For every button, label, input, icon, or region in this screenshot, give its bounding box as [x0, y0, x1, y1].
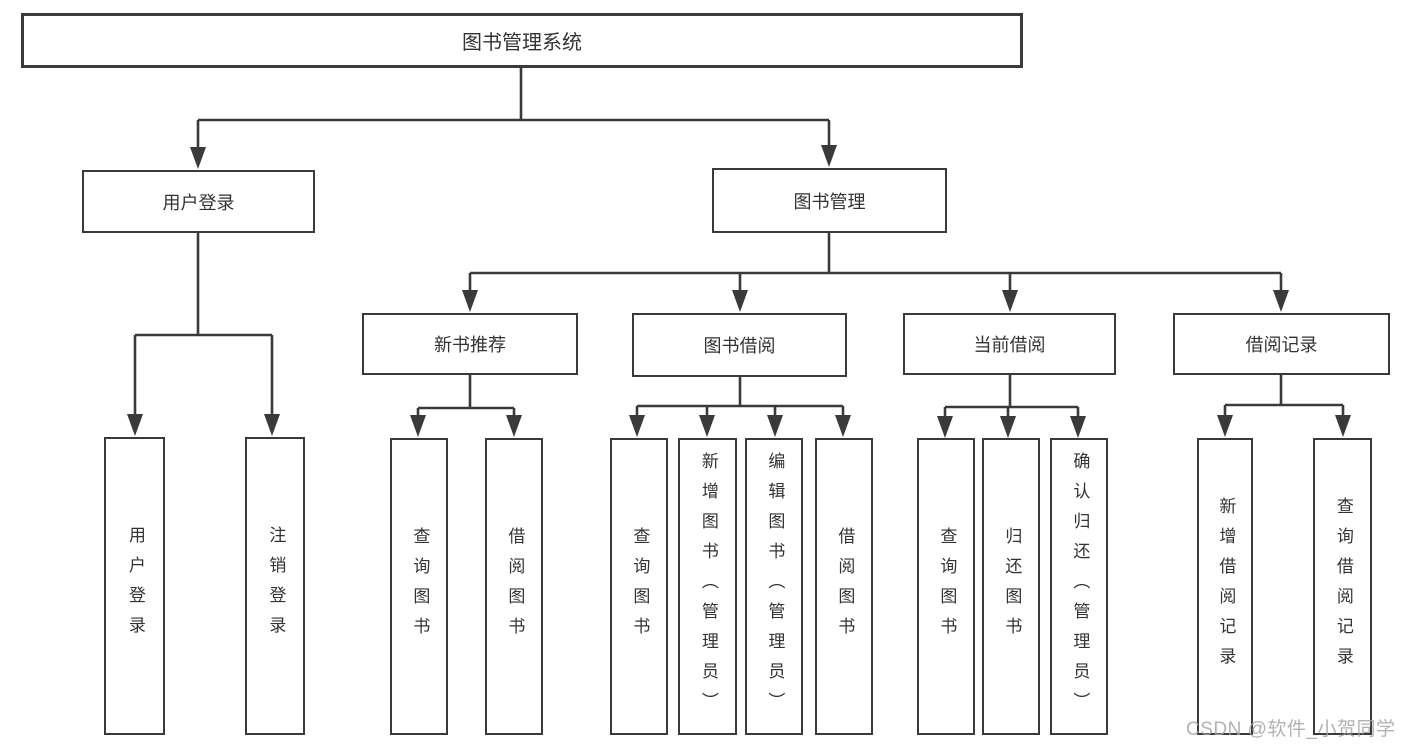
- leaf-recommend-borrow-books: 借阅图书: [485, 438, 543, 735]
- leaf-logout-label: 注销登录: [266, 526, 286, 646]
- leaf-query-borrow-record-label: 查询借阅记录: [1333, 496, 1353, 677]
- leaf-confirm-return-admin: 确认归还（管理员）: [1050, 438, 1108, 735]
- leaf-borrow-query-books: 查询图书: [610, 438, 668, 735]
- leaf-borrow-query-books-label: 查询图书: [630, 526, 650, 647]
- leaf-return-books: 归还图书: [982, 438, 1040, 735]
- node-new-book-recommend-label: 新书推荐: [434, 335, 506, 355]
- leaf-borrow-books-label: 借阅图书: [835, 526, 855, 647]
- node-current-borrow: 当前借阅: [903, 313, 1116, 375]
- node-borrow-records: 借阅记录: [1173, 313, 1390, 375]
- leaf-add-borrow-record: 新增借阅记录: [1197, 438, 1253, 735]
- node-book-management: 图书管理: [712, 168, 947, 233]
- leaf-edit-books-admin-label: 编辑图书（管理员）: [765, 451, 785, 722]
- node-book-borrow-label: 图书借阅: [703, 336, 776, 356]
- leaf-recommend-borrow-books-label: 借阅图书: [505, 526, 525, 647]
- leaf-add-books-admin: 新增图书（管理员）: [678, 438, 737, 735]
- node-new-book-recommend: 新书推荐: [362, 313, 578, 375]
- node-user-login-label: 用户登录: [162, 192, 235, 213]
- leaf-recommend-query-books-label: 查询图书: [410, 526, 430, 647]
- leaf-user-login-label: 用户登录: [125, 526, 145, 646]
- leaf-query-borrow-record: 查询借阅记录: [1313, 438, 1372, 735]
- leaf-user-login: 用户登录: [104, 437, 165, 735]
- leaf-confirm-return-admin-label: 确认归还（管理员）: [1070, 451, 1090, 722]
- leaf-edit-books-admin: 编辑图书（管理员）: [745, 438, 803, 735]
- leaf-current-query-books-label: 查询图书: [937, 526, 957, 647]
- leaf-borrow-books: 借阅图书: [815, 438, 873, 735]
- csdn-watermark: CSDN @软件_小贺同学: [1186, 719, 1396, 740]
- node-book-borrow: 图书借阅: [632, 313, 847, 377]
- node-library-system-label: 图书管理系统: [462, 32, 582, 54]
- node-user-login: 用户登录: [82, 170, 315, 233]
- node-borrow-records-label: 借阅记录: [1245, 335, 1318, 355]
- leaf-add-borrow-record-label: 新增借阅记录: [1216, 496, 1236, 677]
- node-current-borrow-label: 当前借阅: [973, 335, 1046, 355]
- leaf-recommend-query-books: 查询图书: [390, 438, 448, 735]
- leaf-logout: 注销登录: [245, 437, 305, 735]
- node-library-system: 图书管理系统: [21, 13, 1023, 68]
- leaf-add-books-admin-label: 新增图书（管理员）: [698, 451, 718, 722]
- node-book-management-label: 图书管理: [793, 191, 866, 212]
- leaf-return-books-label: 归还图书: [1002, 526, 1022, 647]
- leaf-current-query-books: 查询图书: [917, 438, 975, 735]
